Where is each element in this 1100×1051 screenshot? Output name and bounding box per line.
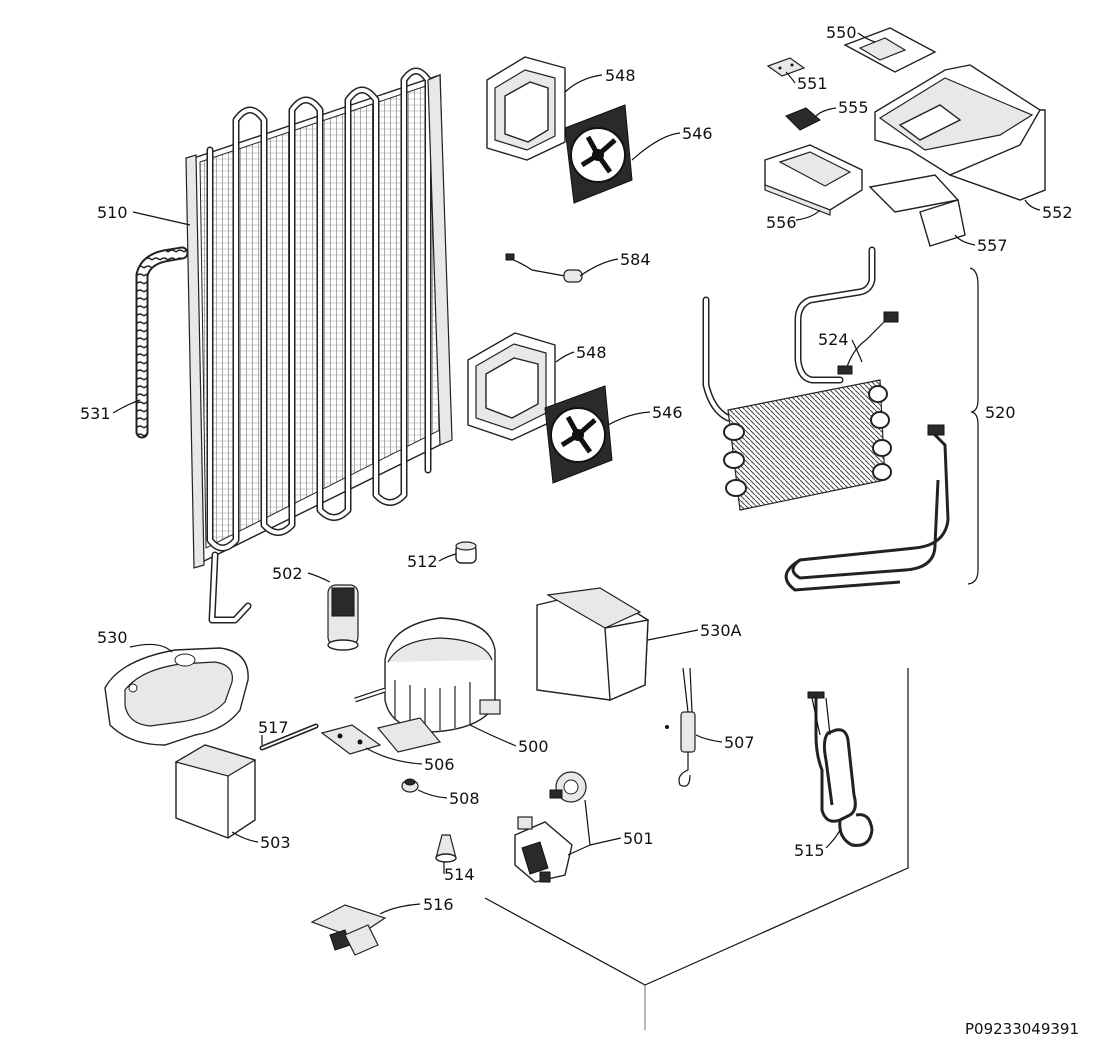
part-labels: 510 531 548 546 584 548 546 550 551 555 … [80, 23, 1079, 1038]
label-584: 584 [620, 250, 651, 269]
starter-relay-part [514, 771, 587, 883]
label-516: 516 [423, 895, 454, 914]
insulated-hose-part [135, 246, 189, 439]
grommet-part [455, 541, 477, 564]
thermostat-sensor-part [837, 311, 899, 375]
defrost-heater-part [807, 691, 874, 847]
fan-part-lower [544, 385, 613, 484]
fan-shroud-part-upper [486, 56, 566, 161]
thermal-fuse-part [665, 667, 696, 787]
compressor-cover-part [536, 587, 649, 702]
condenser-part [185, 67, 453, 624]
label-546-lower: 546 [652, 403, 683, 422]
label-530: 530 [97, 628, 128, 647]
label-520: 520 [985, 403, 1016, 422]
bracket-part [320, 724, 382, 755]
temperature-sensor-part [505, 253, 583, 283]
label-503: 503 [260, 833, 291, 852]
label-514: 514 [444, 865, 475, 884]
label-546-upper: 546 [682, 124, 713, 143]
label-500: 500 [518, 737, 549, 756]
label-508: 508 [449, 789, 480, 808]
drip-tray-part [104, 647, 249, 746]
label-550: 550 [826, 23, 857, 42]
label-507: 507 [724, 733, 755, 752]
label-524: 524 [818, 330, 849, 349]
tray-part [764, 144, 863, 216]
label-555: 555 [838, 98, 869, 117]
light-cover-part [843, 27, 937, 73]
fan-shroud-part-lower [467, 332, 556, 441]
drawing-code: P09233049391 [965, 1020, 1079, 1038]
clip-part [435, 834, 457, 863]
evaporator-part [702, 246, 950, 592]
label-517: 517 [258, 718, 289, 737]
baffle-part [868, 174, 966, 247]
label-556: 556 [766, 213, 797, 232]
rubber-grommet-part [401, 778, 419, 793]
bulb-holder-part [766, 57, 806, 77]
label-512: 512 [407, 552, 438, 571]
terminal-connector-part [310, 904, 387, 956]
label-551: 551 [797, 74, 828, 93]
label-515: 515 [794, 841, 825, 860]
compressor-part [354, 617, 501, 753]
leader-lines [112, 32, 1041, 915]
filter-drier-part [327, 584, 359, 651]
evaporator-cover-part [874, 64, 1046, 201]
pipe-part [259, 723, 319, 751]
label-557: 557 [977, 236, 1008, 255]
label-531: 531 [80, 404, 111, 423]
label-552: 552 [1042, 203, 1073, 222]
label-510: 510 [97, 203, 128, 222]
housing-outline [484, 668, 909, 1030]
label-502: 502 [272, 564, 303, 583]
label-501: 501 [623, 829, 654, 848]
label-506: 506 [424, 755, 455, 774]
label-548-upper: 548 [605, 66, 636, 85]
filter-part [785, 107, 821, 131]
label-530A: 530A [700, 621, 742, 640]
fan-part-upper [564, 104, 633, 204]
label-548-lower: 548 [576, 343, 607, 362]
relay-cover-part [174, 744, 257, 839]
